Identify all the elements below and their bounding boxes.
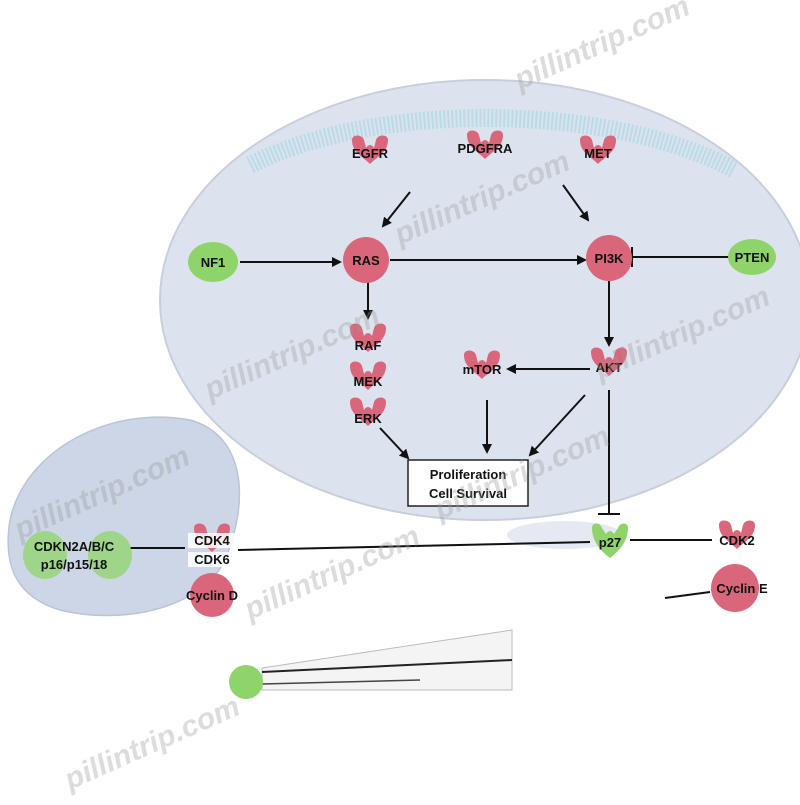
watermark-text-6: pillintrip.com bbox=[239, 520, 425, 627]
cdk4-label: CDK4 bbox=[194, 533, 230, 548]
pi3k-node bbox=[586, 235, 632, 281]
cyclin-e-node bbox=[711, 564, 759, 612]
stray-green-node bbox=[229, 665, 263, 699]
ras-node bbox=[343, 237, 389, 283]
cdk6-label-bg bbox=[188, 552, 236, 567]
cyclin-d-label: Cyclin D bbox=[186, 588, 238, 603]
mek-label: MEK bbox=[354, 374, 384, 389]
ras-label: RAS bbox=[352, 253, 380, 268]
watermark-text-5: pillintrip.com bbox=[509, 0, 695, 97]
met-label: MET bbox=[584, 146, 612, 161]
arrow-erk-proliferation bbox=[379, 427, 410, 460]
pdgfra-label: PDGFRA bbox=[458, 141, 514, 156]
cdk4-label-bg bbox=[188, 533, 236, 548]
pten-node bbox=[728, 239, 776, 275]
cell-membrane bbox=[245, 108, 740, 178]
arrow-met-pi3k bbox=[562, 184, 590, 222]
arrow-egfr-ras bbox=[381, 191, 411, 228]
line-p27-cdk46 bbox=[237, 541, 591, 551]
cdkn2-node-left bbox=[23, 531, 67, 579]
cdk6-label: CDK6 bbox=[194, 552, 229, 567]
cyclin-e-label: Cyclin E bbox=[716, 581, 768, 596]
akt-label: AKT bbox=[596, 360, 623, 375]
arrow-akt-proliferation bbox=[528, 394, 586, 457]
watermark-text-1: pillintrip.com bbox=[59, 690, 245, 797]
cdk2-label: CDK2 bbox=[719, 533, 754, 548]
cdkn2-label-line1: CDKN2A/B/C bbox=[34, 539, 115, 554]
pi3k-label: PI3K bbox=[595, 251, 625, 266]
p27-node bbox=[592, 523, 628, 558]
stray-fragment-line bbox=[261, 659, 513, 673]
raf-label: RAF bbox=[355, 338, 382, 353]
cdkn2-node-right bbox=[88, 531, 132, 579]
stray-fragment-line-2 bbox=[261, 679, 421, 685]
pten-label: PTEN bbox=[735, 250, 770, 265]
proliferation-box bbox=[407, 459, 529, 507]
cyclin-d-node bbox=[190, 573, 234, 617]
cell-body bbox=[159, 79, 800, 521]
nf1-node bbox=[188, 242, 238, 282]
egfr-label: EGFR bbox=[352, 146, 389, 161]
mtor-label: mTOR bbox=[463, 362, 502, 377]
nf1-label: NF1 bbox=[201, 255, 226, 270]
cdkn2-label-line2: p16/p15/18 bbox=[41, 557, 108, 572]
line-cyclin-e-stub bbox=[664, 591, 711, 599]
p27-label: p27 bbox=[599, 535, 621, 550]
proliferation-label: Proliferation bbox=[430, 467, 507, 482]
cell-survival-label: Cell Survival bbox=[429, 486, 507, 501]
erk-label: ERK bbox=[354, 411, 382, 426]
